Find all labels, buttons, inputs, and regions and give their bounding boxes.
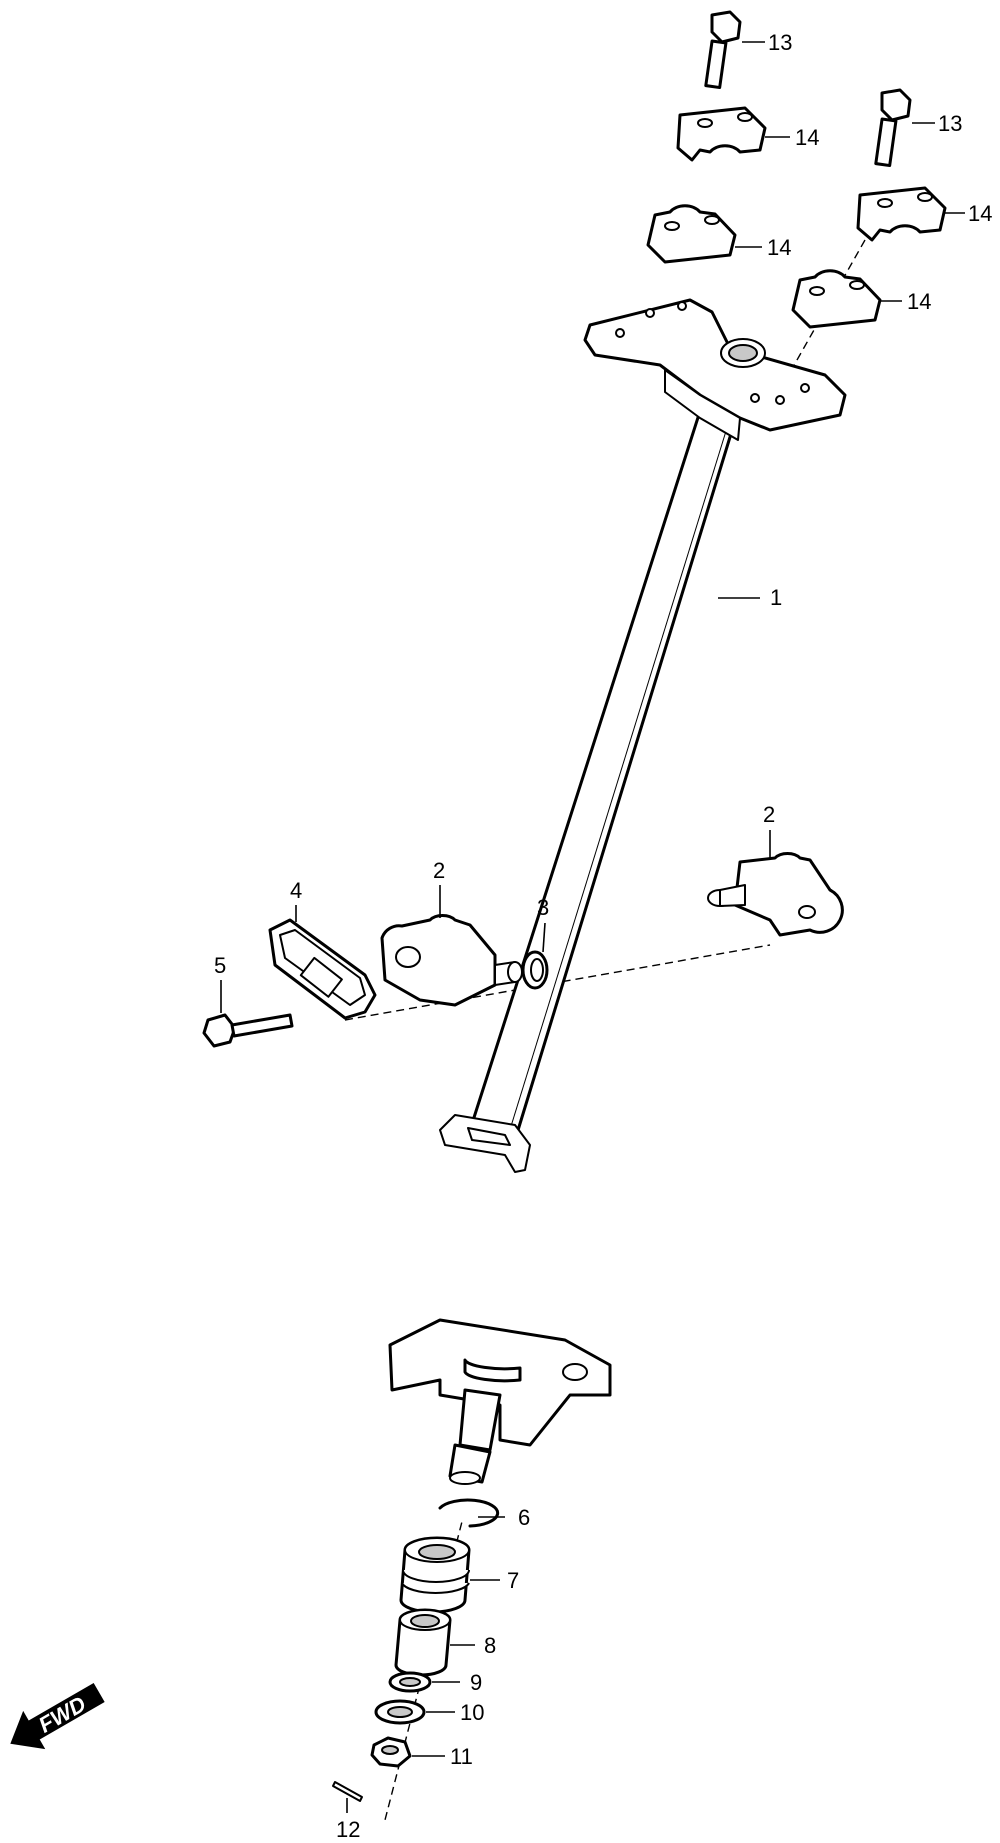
callout-5: 5 [214, 953, 226, 978]
column-holder-left [380, 914, 523, 1007]
column-bushing [399, 1536, 471, 1614]
callout-7: 7 [507, 1568, 519, 1593]
callout-11: 11 [450, 1744, 473, 1769]
fwd-arrow-icon: FWD [10, 1682, 105, 1750]
callout-14d: 14 [907, 289, 931, 314]
callout-4: 4 [290, 878, 302, 903]
callout-2-left: 2 [433, 858, 445, 883]
callout-10: 10 [460, 1700, 484, 1725]
cotter-pin [332, 1781, 363, 1802]
callout-14a: 14 [795, 125, 819, 150]
castle-nut [370, 1736, 412, 1768]
callout-14b: 14 [968, 201, 992, 226]
snap-ring-3 [521, 950, 549, 990]
callout-2-right: 2 [763, 802, 775, 827]
callout-8: 8 [484, 1633, 496, 1658]
callout-1: 1 [770, 585, 782, 610]
callout-14c: 14 [767, 235, 791, 260]
steering-column-shaft [388, 298, 847, 1485]
callout-6: 6 [518, 1505, 530, 1530]
handlebar-clamp [646, 106, 947, 329]
callout-3: 3 [537, 895, 549, 920]
callout-13a: 13 [768, 30, 792, 55]
callout-13b: 13 [938, 111, 962, 136]
washer-10 [374, 1699, 426, 1725]
washer-9 [388, 1671, 432, 1693]
column-collar [394, 1608, 452, 1677]
callout-12: 12 [336, 1817, 360, 1842]
callout-9: 9 [470, 1670, 482, 1695]
handlebar-bolt [704, 10, 912, 168]
column-holder-right [707, 852, 844, 937]
circlip [438, 1498, 500, 1528]
holder-cover [268, 918, 377, 1020]
holder-bolt [202, 1013, 294, 1048]
